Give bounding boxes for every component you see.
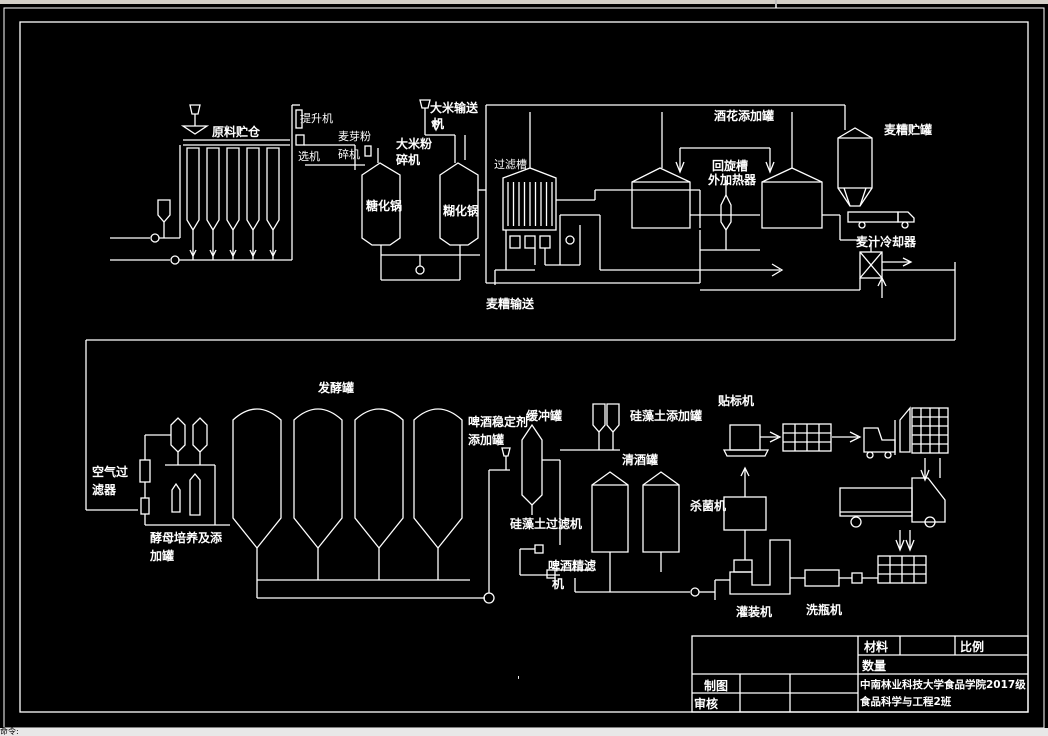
- silo-arrow: [189, 249, 197, 258]
- title-scale: 比例: [960, 639, 984, 654]
- silo: [186, 147, 200, 232]
- fermentation-piping: [256, 469, 510, 604]
- label-stabilizer-b: 添加罐: [468, 432, 504, 447]
- label-saccharification-pot: 糖化锅: [366, 198, 402, 213]
- label-beer-fine-filter: 啤酒精滤: [548, 558, 596, 573]
- fermentation-tank-group: [232, 408, 463, 550]
- title-class: 食品科学与工程2班: [859, 695, 952, 708]
- bright-beer-group: [575, 471, 730, 600]
- silo-arrow: [229, 249, 237, 258]
- silo: [226, 147, 240, 232]
- silo-arrow: [249, 249, 257, 258]
- filtration-group: [501, 403, 620, 592]
- label-beer-fine-filter-b: 机: [552, 576, 564, 591]
- fermentation-tank: [293, 408, 343, 550]
- label-whirlpool: 回旋槽: [712, 158, 748, 173]
- title-school: 中南林业科技大学食品学院2017级: [860, 678, 1026, 691]
- ruler-tick: [775, 0, 777, 8]
- label-lauter-tun: 过滤槽: [494, 158, 527, 171]
- title-material: 材料: [863, 639, 888, 654]
- label-bright-beer-tank: 清酒罐: [622, 452, 658, 467]
- label-diatomite-filter: 硅藻土过滤机: [510, 516, 582, 531]
- label-yeast-culture: 酵母培养及添: [150, 530, 223, 545]
- label-rice-mill-b: 碎机: [396, 152, 420, 167]
- label-rice-elevator: 大米输送: [430, 100, 479, 115]
- outer-border: [3, 7, 1045, 729]
- label-fermentation-tank: 发酵罐: [317, 380, 354, 395]
- label-rice-mill: 大米粉: [396, 136, 432, 151]
- label-diatomite-adding: 硅藻土添加罐: [630, 408, 702, 423]
- label-labeling-machine: 贴标机: [718, 393, 754, 408]
- label-raw-silo: 原料贮仓: [212, 124, 261, 139]
- title-block: [691, 635, 1029, 713]
- silo-arrow: [209, 249, 217, 258]
- label-mill-machine: 碎机: [338, 147, 360, 161]
- silo: [206, 147, 220, 232]
- label-cleaning-machine: 选机: [298, 149, 320, 163]
- label-lift-machine: 提升机: [300, 111, 333, 125]
- label-hop-adding: 酒花添加罐: [714, 108, 774, 123]
- yeast-air-group: [139, 417, 230, 526]
- label-spent-grain-transport: 麦糟输送: [486, 296, 535, 311]
- packaging-group: [723, 466, 927, 595]
- inner-border: [19, 21, 1029, 713]
- window-top-edge: [0, 0, 1048, 4]
- label-external-heater: 外加热器: [708, 172, 757, 187]
- label-spent-grain-tank: 麦糟贮罐: [884, 122, 932, 137]
- lift-mill-group: [295, 109, 372, 170]
- label-yeast-culture-b: 加罐: [149, 548, 174, 563]
- label-sterilizer: 杀菌机: [690, 498, 726, 513]
- wort-cooler-group: [85, 240, 956, 511]
- labeling-logistics-group: [722, 406, 949, 552]
- label-malt-mill: 麦芽粉: [338, 129, 371, 143]
- title-drawn: 制图: [704, 678, 728, 693]
- label-stabilizer: 啤酒稳定剂: [468, 414, 528, 429]
- lauter-tun-group: [486, 104, 846, 285]
- title-quantity: 数量: [862, 658, 886, 673]
- fermentation-tank: [354, 408, 404, 550]
- raw-material-silo-group: [110, 104, 300, 265]
- spent-grain-group: [837, 127, 915, 229]
- mash-pots-group: [361, 99, 487, 283]
- kettle-whirlpool-group: [631, 112, 860, 251]
- label-bottle-washer: 洗瓶机: [806, 602, 842, 617]
- label-wort-cooler: 麦汁冷却器: [856, 234, 917, 249]
- label-gelatinization-pot: 糊化锅: [443, 203, 479, 218]
- stray-mark: ': [517, 674, 520, 687]
- label-filling-machine: 灌装机: [735, 604, 772, 619]
- command-line[interactable]: 命令:: [0, 728, 1048, 736]
- fermentation-tank: [232, 408, 282, 550]
- fermentation-tank: [413, 408, 463, 550]
- label-air-filter: 空气过: [92, 464, 128, 479]
- silo-arrow: [269, 249, 277, 258]
- label-air-filter-b: 滤器: [92, 482, 117, 497]
- label-rice-elevator-b: 机: [432, 116, 444, 131]
- silo: [266, 147, 280, 232]
- silo: [246, 147, 260, 232]
- label-buffer-tank: 缓冲罐: [526, 408, 562, 423]
- title-checked: 审核: [694, 696, 718, 711]
